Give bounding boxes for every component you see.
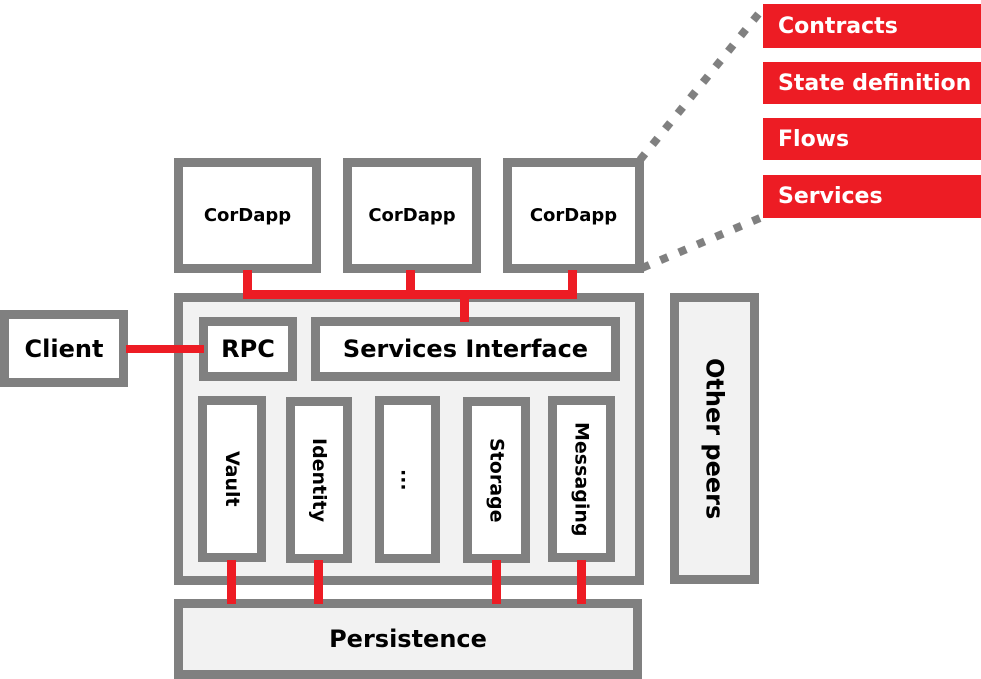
other-peers-label: Other peers: [700, 357, 729, 520]
client-box[interactable]: Client: [0, 310, 128, 387]
other-peers-box[interactable]: Other peers: [670, 293, 759, 584]
cordapp-box-1[interactable]: CorDapp: [174, 158, 321, 273]
tag-label: Contracts: [778, 13, 898, 39]
service-vault[interactable]: Vault: [198, 396, 266, 562]
connector-messaging-persistence: [577, 560, 586, 604]
persistence-box[interactable]: Persistence: [174, 599, 642, 679]
services-interface-label: Services Interface: [342, 335, 589, 363]
service-label: Vault: [221, 451, 243, 507]
tag-label: Flows: [778, 126, 850, 152]
connector-cordapp-2: [406, 270, 415, 298]
service-label: ...: [396, 468, 419, 491]
service-storage[interactable]: Storage: [463, 397, 530, 563]
rpc-label: RPC: [221, 335, 275, 363]
tag-label: State definition: [778, 70, 972, 96]
dotted-line-bottom: [640, 214, 762, 272]
connector-storage-persistence: [492, 560, 501, 604]
connector-cordapp-3: [568, 270, 577, 298]
cordapp-label: CorDapp: [203, 205, 292, 226]
cordapp-box-2[interactable]: CorDapp: [343, 158, 481, 273]
service-identity[interactable]: Identity: [286, 397, 352, 563]
connector-vault-persistence: [227, 560, 236, 604]
client-label: Client: [24, 334, 104, 363]
cordapp-part-services: Services: [763, 175, 981, 218]
service-label: Storage: [485, 437, 508, 523]
cordapp-part-contracts: Contracts: [763, 4, 981, 48]
connector-identity-persistence: [314, 560, 323, 604]
connector-cordapp-bus: [243, 290, 577, 299]
tag-label: Services: [778, 184, 883, 209]
cordapp-label: CorDapp: [529, 205, 618, 226]
service-more[interactable]: ...: [375, 396, 440, 563]
service-messaging[interactable]: Messaging: [548, 396, 615, 562]
cordapp-label: CorDapp: [368, 205, 456, 226]
connector-bus-services: [460, 290, 469, 322]
cordapp-part-state-definition: State definition: [763, 62, 981, 104]
services-interface-box[interactable]: Services Interface: [311, 317, 620, 381]
connector-cordapp-1: [243, 270, 252, 298]
persistence-label: Persistence: [329, 625, 487, 653]
dotted-line-top: [636, 9, 764, 163]
service-label: Messaging: [570, 421, 593, 537]
rpc-box[interactable]: RPC: [199, 317, 297, 381]
service-label: Identity: [308, 437, 330, 523]
cordapp-box-3[interactable]: CorDapp: [503, 158, 644, 273]
cordapp-part-flows: Flows: [763, 118, 981, 160]
connector-client-rpc: [126, 345, 204, 353]
